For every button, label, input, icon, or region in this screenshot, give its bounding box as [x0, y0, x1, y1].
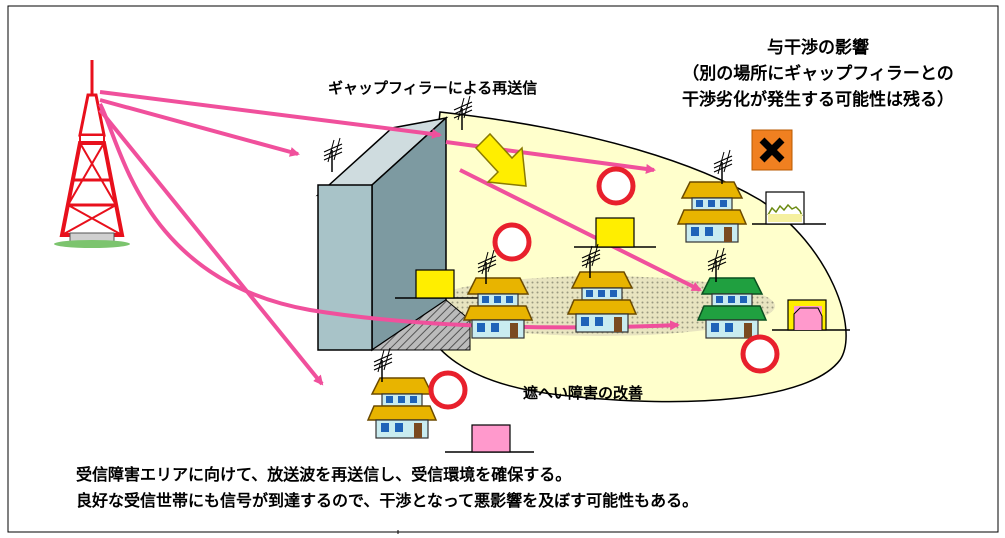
- gap-filler-label: ギャップフィラーによる再送信: [328, 79, 538, 97]
- beam-to-house-right: [98, 103, 680, 331]
- signal-box-interference: [752, 191, 826, 225]
- shadow-improvement-label: 遮へい障害の改善: [523, 384, 644, 402]
- caption-line-2: 良好な受信世帯にも信号が到達するので、干渉となって悪影響を及ぼす可能性もある。: [76, 491, 699, 510]
- beam-to-building-antenna: [99, 98, 300, 157]
- ok-circle-icon: [428, 370, 468, 410]
- house-green-icon: [696, 247, 768, 339]
- signal-box-gap: [395, 269, 480, 299]
- signal-box-mid: [574, 217, 656, 248]
- yellow-arrow-icon: [474, 132, 527, 187]
- signal-box-combined: [772, 299, 850, 331]
- interference-label: 与干渉の影響 （別の場所にギャップフィラーとの 干渉劣化が発生する可能性は残る）: [658, 35, 978, 113]
- interference-note-1: （別の場所にギャップフィラーとの: [682, 64, 954, 84]
- tower-icon: [54, 60, 130, 248]
- interference-title: 与干渉の影響: [767, 38, 869, 58]
- caption: 受信障害エリアに向けて、放送波を再送信し、受信環境を確保する。 良好な受信世帯に…: [76, 462, 698, 514]
- ng-cross-icon: [751, 129, 793, 171]
- ok-circle-icon: [740, 334, 780, 374]
- ok-circle-icon: [492, 222, 532, 262]
- beam-to-lower-house: [98, 108, 324, 386]
- beam-gap-filler-near: [459, 168, 702, 292]
- interference-note-2: 干渉劣化が発生する可能性は残る）: [682, 90, 954, 110]
- caption-line-1: 受信障害エリアに向けて、放送波を再送信し、受信環境を確保する。: [76, 465, 572, 484]
- beam-to-building-top: [99, 90, 442, 139]
- ok-circle-icon: [596, 166, 636, 206]
- signal-box-lower: [445, 424, 534, 453]
